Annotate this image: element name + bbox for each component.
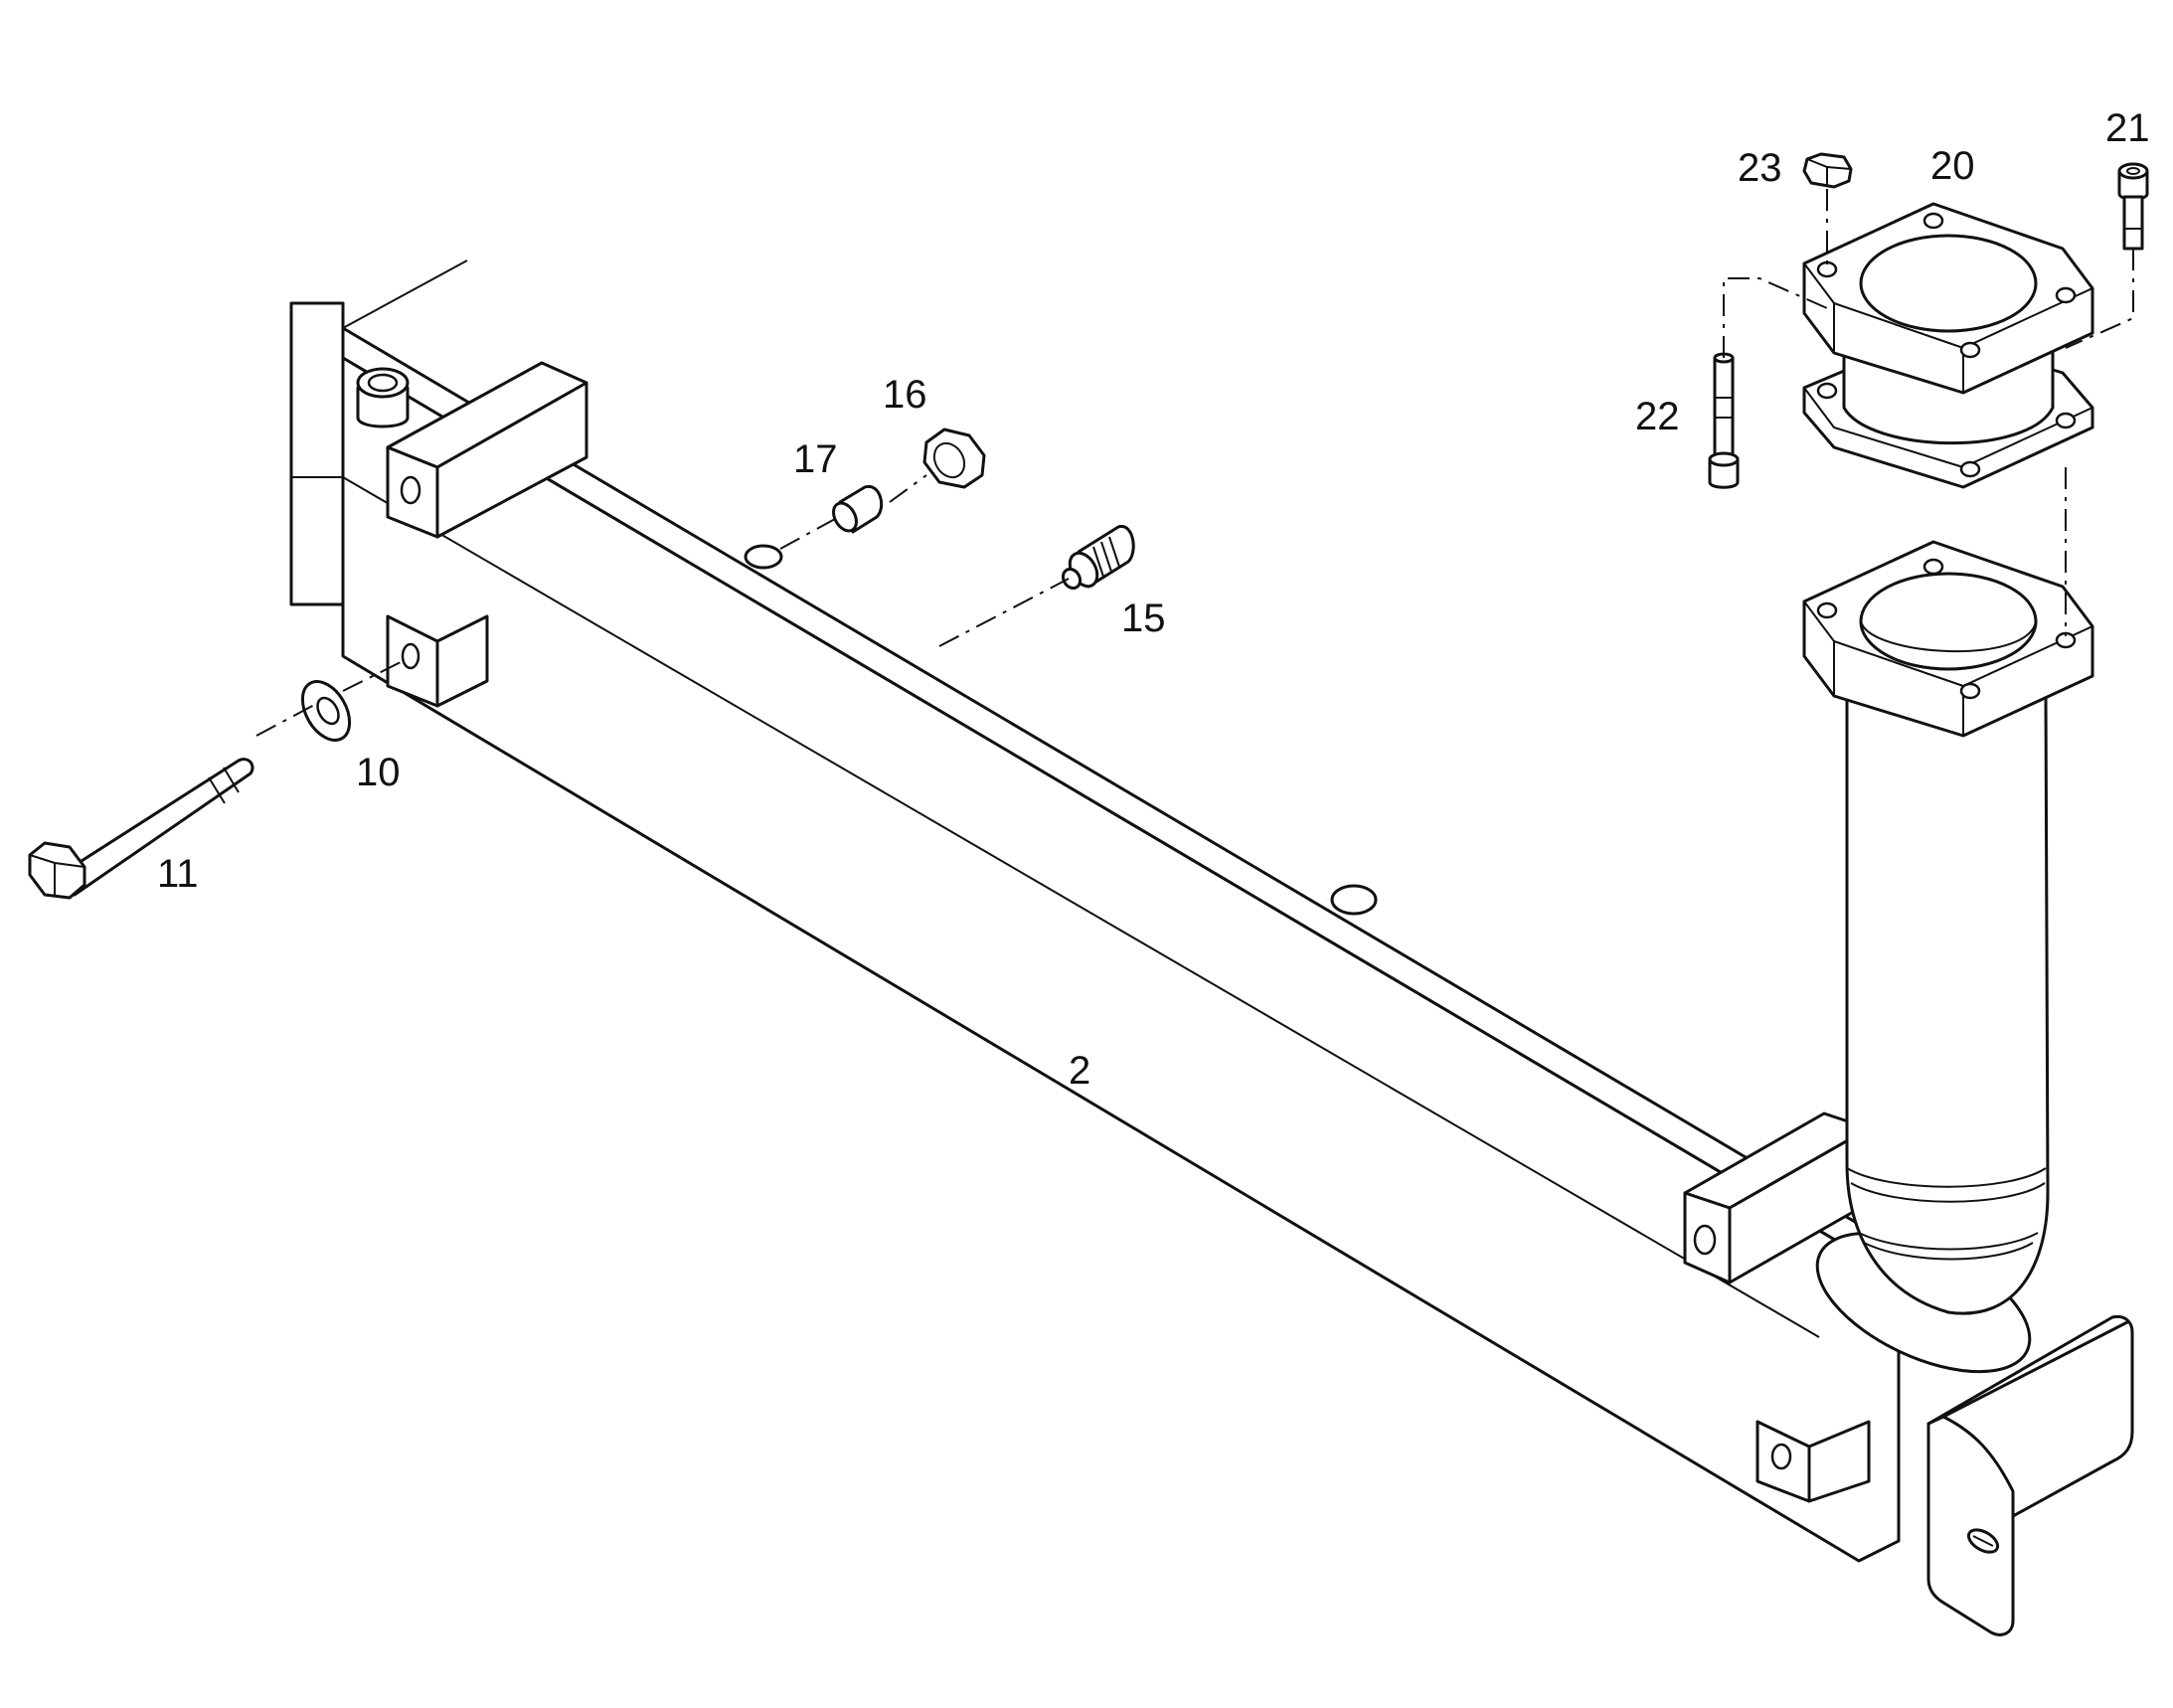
washer [300,680,352,742]
pipe-assembly [1802,540,2094,1374]
flange [1802,202,2094,445]
callout-flange: 20 [1930,144,1975,188]
callout-nut: 16 [883,373,927,417]
callout-labels: 2 10 11 15 16 17 20 21 22 23 [157,106,2150,1093]
callout-frame: 2 [1069,1049,1090,1093]
fitting-top-left [356,367,410,428]
mount-block-right [1683,1111,1871,1284]
callout-washer: 10 [356,751,401,794]
end-bracket-right [1926,1314,2134,1636]
hex-nut-top [1802,152,1853,189]
cap-screw-right [2117,162,2149,251]
mount-block-bottom-left [386,614,489,708]
callout-cap-screw-left: 22 [1635,395,1680,438]
callout-cap-screw-right: 21 [2105,106,2150,150]
callout-bolt: 11 [157,852,199,896]
assembly-lines [255,189,2134,737]
nut [922,427,986,489]
bolt [28,758,254,900]
sleeve [832,484,884,534]
beam-nipple-upper [744,544,783,570]
nozzle [1061,525,1135,591]
mount-block-top-left [386,361,588,539]
mount-block-bottom-right [1755,1420,1871,1503]
callout-nozzle: 15 [1121,597,1166,640]
cap-screw-left [1708,352,1740,489]
callout-hex-nut-top: 23 [1738,146,1782,190]
callout-sleeve: 17 [793,437,838,481]
beam-nipple-lower [1330,884,1378,916]
